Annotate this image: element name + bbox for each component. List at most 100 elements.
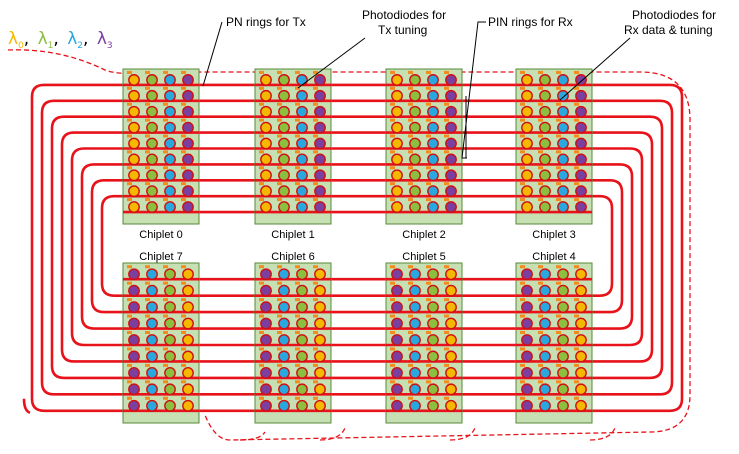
micro-ring xyxy=(539,383,551,396)
photodiode xyxy=(163,86,168,90)
leader-pd-rx xyxy=(559,37,631,101)
photodiode xyxy=(313,363,318,367)
photodiode xyxy=(295,86,300,90)
photodiode xyxy=(313,134,318,138)
photodiode xyxy=(574,347,579,351)
photodiode xyxy=(127,166,132,170)
photodiode xyxy=(520,298,525,302)
photodiode xyxy=(574,396,579,400)
photodiode xyxy=(163,166,168,170)
photodiode xyxy=(277,298,282,302)
micro-ring xyxy=(314,284,326,297)
photodiode xyxy=(163,331,168,334)
lambda-0: λ0, xyxy=(8,29,29,51)
photodiode xyxy=(556,298,561,302)
waveguide-loop-left xyxy=(70,147,123,347)
micro-ring xyxy=(557,201,569,213)
photodiode xyxy=(259,198,264,202)
waveguide-loop-left xyxy=(30,83,123,413)
photodiode xyxy=(145,314,150,318)
photodiode xyxy=(313,347,318,351)
photodiode xyxy=(145,281,150,285)
photodiode xyxy=(145,134,150,138)
photodiode xyxy=(520,380,525,384)
micro-ring xyxy=(182,383,194,396)
photodiode xyxy=(444,102,449,106)
photodiode xyxy=(295,150,300,154)
photodiode xyxy=(313,331,318,334)
chiplet-label: Chiplet 1 xyxy=(271,229,314,241)
photodiode xyxy=(145,380,150,384)
micro-ring xyxy=(128,350,140,363)
photodiode xyxy=(520,182,525,186)
micro-ring xyxy=(521,399,533,412)
photodiode xyxy=(574,281,579,285)
micro-ring xyxy=(391,284,403,297)
waveguide-loop-right xyxy=(592,178,624,314)
micro-ring xyxy=(128,89,140,102)
photodiode xyxy=(145,182,150,186)
micro-ring xyxy=(445,301,457,314)
photodiode xyxy=(538,182,543,186)
micro-ring xyxy=(391,105,403,118)
micro-ring xyxy=(575,137,587,150)
micro-ring xyxy=(296,74,308,86)
micro-ring xyxy=(575,399,587,412)
photodiode xyxy=(520,166,525,170)
photodiode xyxy=(520,314,525,318)
callout-leaders xyxy=(202,21,631,159)
micro-ring xyxy=(296,121,308,134)
photodiode xyxy=(426,182,431,186)
micro-ring xyxy=(409,89,421,102)
photodiode xyxy=(163,314,168,318)
photodiode xyxy=(295,363,300,367)
photodiode xyxy=(127,265,132,269)
leader-pin-rings xyxy=(461,21,486,159)
photodiode xyxy=(277,150,282,154)
micro-ring xyxy=(128,317,140,330)
photodiode xyxy=(259,166,264,170)
photodiode xyxy=(181,86,186,90)
photodiode xyxy=(259,363,264,367)
photodiode xyxy=(127,298,132,302)
dashed-laser-line xyxy=(7,49,691,441)
micro-ring xyxy=(539,284,551,297)
photodiode xyxy=(181,396,186,400)
micro-ring xyxy=(409,317,421,330)
photodiode xyxy=(277,198,282,202)
photodiode xyxy=(277,363,282,367)
photodiode xyxy=(538,281,543,285)
photodiode xyxy=(520,396,525,400)
photodiode xyxy=(127,102,132,106)
photodiode xyxy=(259,281,264,285)
micro-ring xyxy=(146,317,158,330)
micro-ring xyxy=(296,366,308,379)
photodiode xyxy=(556,331,561,334)
micro-ring xyxy=(260,153,272,166)
photodiode xyxy=(145,363,150,367)
photodiode xyxy=(408,134,413,138)
micro-ring xyxy=(314,268,326,281)
photodiode xyxy=(145,166,150,170)
micro-ring xyxy=(278,105,290,118)
micro-ring xyxy=(278,169,290,182)
photodiode xyxy=(408,396,413,400)
chiplet-0: Chiplet 0 xyxy=(122,68,200,241)
photodiode xyxy=(520,134,525,138)
photodiode xyxy=(538,298,543,302)
photodiode xyxy=(408,265,413,269)
micro-ring xyxy=(146,268,158,281)
micro-ring xyxy=(391,268,403,281)
photodiode xyxy=(145,347,150,351)
micro-ring xyxy=(391,137,403,150)
micro-ring xyxy=(278,153,290,166)
waveguide-loop-right xyxy=(592,83,684,413)
photodiode xyxy=(444,265,449,269)
photodiode xyxy=(277,314,282,318)
micro-ring xyxy=(391,334,403,346)
micro-ring xyxy=(539,201,551,213)
photodiode xyxy=(277,102,282,106)
micro-ring xyxy=(391,383,403,396)
photodiode xyxy=(444,70,449,74)
photodiode xyxy=(181,265,186,269)
